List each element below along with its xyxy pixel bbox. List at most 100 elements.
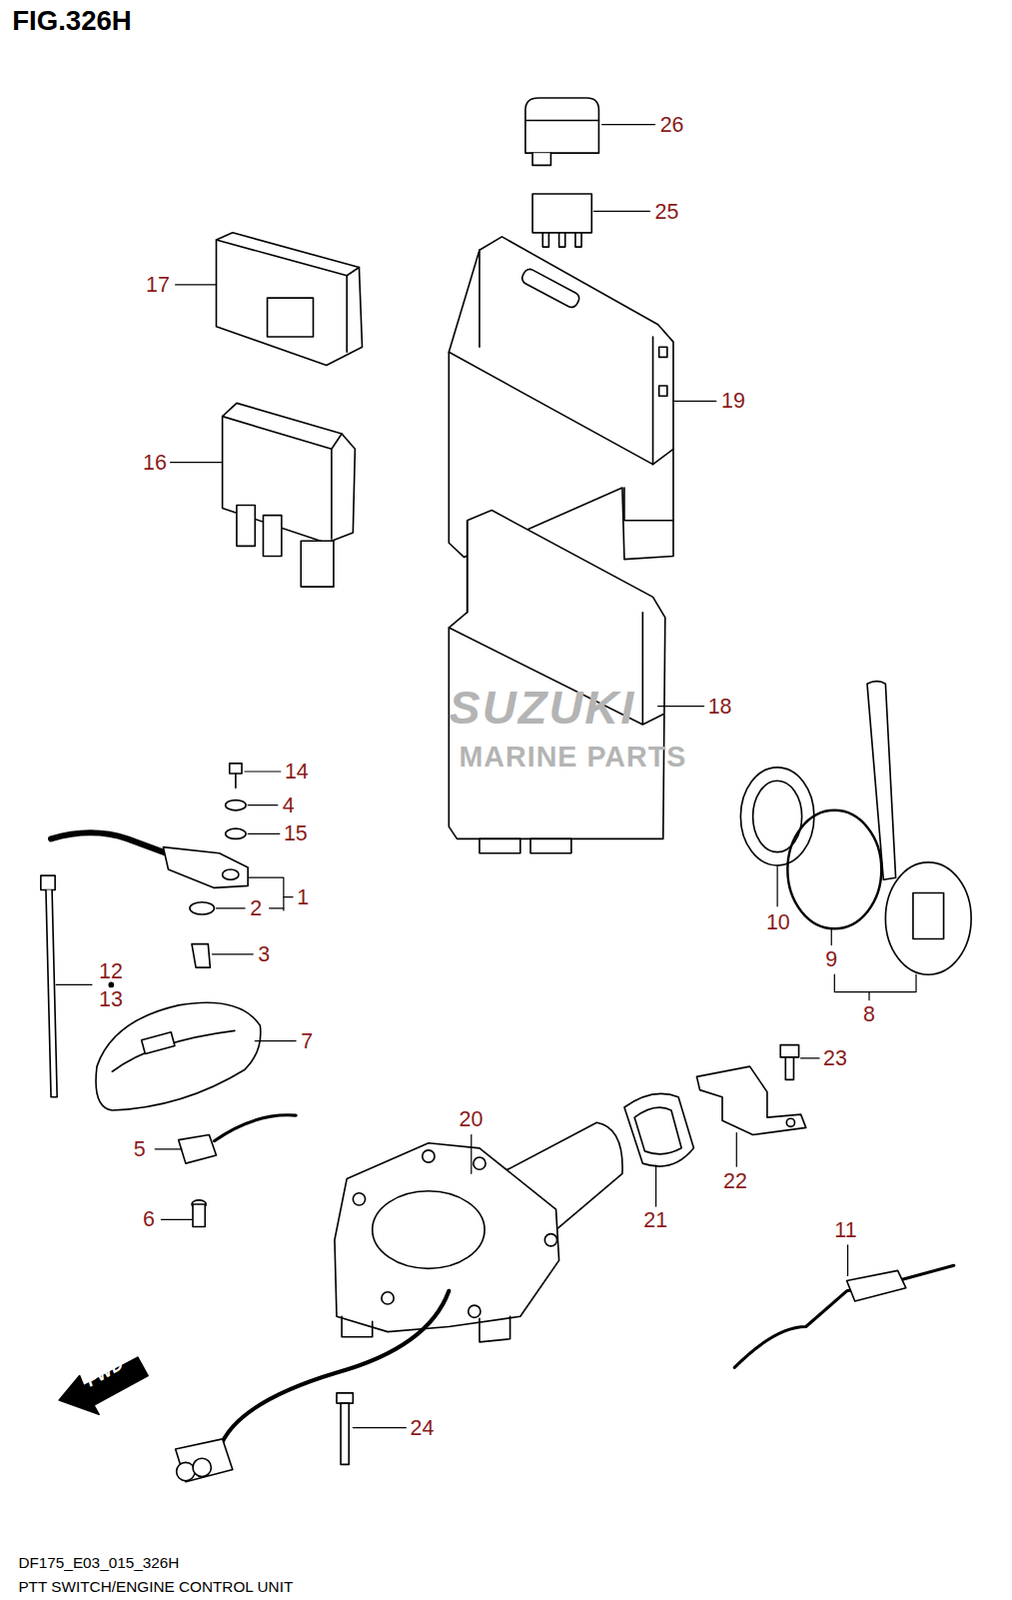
callout-number: 6 xyxy=(142,1206,155,1232)
o-ring-9 xyxy=(787,810,882,929)
connector xyxy=(847,1269,907,1301)
leader-line xyxy=(593,210,650,212)
leader-line xyxy=(211,953,253,955)
relay-25 xyxy=(532,193,592,247)
switch-body xyxy=(162,847,248,889)
figure-caption: PTT SWITCH/ENGINE CONTROL UNIT xyxy=(17,1577,293,1596)
band-inner xyxy=(634,1106,682,1154)
washer xyxy=(225,800,246,811)
grommet-window xyxy=(913,893,945,940)
ecu-cover-19 xyxy=(448,236,674,560)
leader-line xyxy=(777,865,779,907)
clip xyxy=(191,944,210,968)
cover-edge xyxy=(111,1029,235,1071)
connector xyxy=(236,504,255,546)
relay-pin xyxy=(559,232,566,247)
leader-line xyxy=(247,833,280,835)
cover-edge xyxy=(345,275,348,353)
cover-body xyxy=(448,236,674,560)
tab xyxy=(659,346,668,357)
cover-window xyxy=(267,297,314,337)
ecu-connector xyxy=(530,838,572,853)
leader-line xyxy=(601,123,655,125)
callout-number: 17 xyxy=(145,272,170,298)
callout-number: 1 xyxy=(296,884,309,910)
wire xyxy=(219,1290,450,1449)
wire xyxy=(734,1264,955,1367)
leader-line xyxy=(269,907,284,909)
leader-line xyxy=(215,907,245,909)
separator-dot xyxy=(108,982,113,987)
band-21 xyxy=(624,1092,694,1166)
leader-line xyxy=(868,992,870,1001)
bolt xyxy=(381,1291,394,1304)
callout-number: 25 xyxy=(655,198,680,224)
bracket-hole xyxy=(786,1117,795,1126)
bolt-head xyxy=(780,1044,799,1057)
relay-pin xyxy=(575,232,582,247)
sensor-5 xyxy=(178,1114,296,1227)
callout-number: 18 xyxy=(708,693,733,719)
screw-head xyxy=(229,763,242,774)
watermark: SUZUKI xyxy=(448,681,636,733)
leader-line xyxy=(160,1218,192,1220)
callout-number: 9 xyxy=(825,947,838,973)
cover-edge xyxy=(624,487,674,521)
cover-body xyxy=(215,232,362,366)
leader-line xyxy=(175,283,217,285)
bolt xyxy=(468,1304,481,1317)
gear-cover xyxy=(372,1190,485,1269)
grommet-8 xyxy=(885,862,972,975)
callout-number: 22 xyxy=(723,1167,748,1193)
leader-line xyxy=(170,461,222,463)
o-ring xyxy=(189,902,215,915)
callout-number: 26 xyxy=(660,111,685,137)
ring-10 xyxy=(740,767,815,866)
leader-line xyxy=(247,804,278,806)
leader-line xyxy=(847,1244,849,1276)
leader-line xyxy=(244,770,281,772)
cover-7 xyxy=(95,1002,261,1110)
tie-head xyxy=(40,875,55,890)
callout-number: 7 xyxy=(300,1027,313,1053)
bolt-24-head xyxy=(336,1392,353,1403)
callout-number: 2 xyxy=(249,896,262,922)
relay-body xyxy=(532,193,592,233)
tube xyxy=(867,681,897,881)
callout-number: 5 xyxy=(133,1136,146,1162)
bracket-line xyxy=(834,974,917,992)
figure-code: DF175_E03_015_326H xyxy=(17,1552,179,1571)
leader-line xyxy=(470,1134,472,1174)
gearbox xyxy=(334,1142,560,1332)
leader-line xyxy=(658,705,705,707)
ecu-18 xyxy=(448,510,665,854)
bolt-24-shank xyxy=(340,1402,349,1464)
bolt xyxy=(473,1156,486,1169)
grommet-parts xyxy=(740,681,972,976)
module-16 xyxy=(222,402,356,587)
callout-number: 8 xyxy=(863,1002,876,1027)
cover-edge xyxy=(215,239,359,276)
plug-pin xyxy=(176,1461,195,1480)
cover-17 xyxy=(215,232,362,366)
callout-number: 23 xyxy=(823,1045,848,1071)
leader-lines xyxy=(55,124,917,1428)
cover-edge xyxy=(448,351,674,464)
callout-number: 11 xyxy=(834,1216,857,1242)
sensor-body xyxy=(178,1134,217,1164)
bolt xyxy=(422,1149,435,1162)
plug xyxy=(175,1438,233,1482)
leader-line xyxy=(254,1039,296,1041)
cover-edge xyxy=(479,249,654,464)
callout-number: 4 xyxy=(282,792,295,818)
callout-number: 16 xyxy=(142,449,167,475)
connector xyxy=(262,515,281,557)
leader-line xyxy=(283,896,293,898)
callout-number: 13 xyxy=(98,986,123,1012)
figure-title: FIG.326H xyxy=(11,3,132,37)
screw xyxy=(192,1203,205,1226)
cover-slot xyxy=(141,1031,175,1054)
cover-body xyxy=(95,1002,261,1110)
bolt xyxy=(352,1192,365,1205)
